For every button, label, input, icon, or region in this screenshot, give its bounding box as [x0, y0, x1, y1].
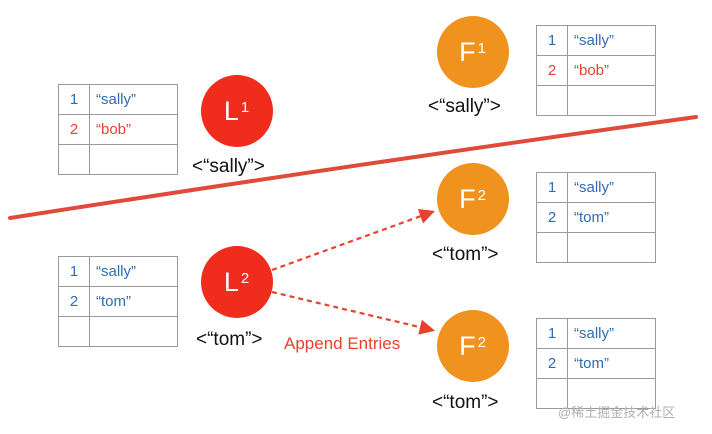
node-letter: L	[223, 95, 240, 126]
node-term: 1	[240, 98, 251, 116]
log-table-new-follower-upper: 1 “sally” 2 “tom”	[536, 172, 656, 263]
log-row	[536, 378, 656, 409]
log-index: 2	[536, 348, 568, 379]
value-new-follower-upper: <“tom”>	[432, 244, 499, 265]
log-index: 2	[536, 202, 568, 233]
log-table-new-follower-lower: 1 “sally” 2 “tom”	[536, 318, 656, 409]
log-index	[536, 85, 568, 116]
log-entry	[567, 232, 656, 263]
log-table-old-follower: 1 “sally” 2 “bob”	[536, 25, 656, 116]
log-row	[536, 232, 656, 263]
log-entry: “tom”	[567, 202, 656, 233]
log-entry	[567, 85, 656, 116]
log-entry: “tom”	[89, 286, 178, 317]
log-entry: “sally”	[567, 25, 656, 56]
log-index	[58, 316, 90, 347]
log-index: 2	[58, 114, 90, 145]
log-index: 1	[536, 25, 568, 56]
log-entry: “sally”	[567, 172, 656, 203]
node-term: 2	[477, 186, 487, 204]
log-row: 2 “bob”	[536, 55, 656, 86]
log-index	[58, 144, 90, 175]
log-row: 1 “sally”	[536, 172, 656, 203]
log-row: 1 “sally”	[58, 84, 178, 115]
log-index	[536, 232, 568, 263]
log-row: 2 “tom”	[536, 202, 656, 233]
append-entries-arrow-lower	[271, 290, 435, 335]
log-entry: “tom”	[567, 348, 656, 379]
node-letter: F	[459, 36, 477, 67]
log-row: 2 “bob”	[58, 114, 178, 145]
log-index: 1	[58, 256, 90, 287]
log-entry: “sally”	[89, 84, 178, 115]
log-row: 1 “sally”	[536, 318, 656, 349]
node-term: 2	[240, 269, 251, 287]
log-index: 1	[58, 84, 90, 115]
log-entry	[89, 316, 178, 347]
value-old-leader: <“sally”>	[192, 156, 265, 177]
node-letter: L	[223, 266, 240, 297]
log-index: 1	[536, 318, 568, 349]
log-index	[536, 378, 568, 409]
log-entry	[89, 144, 178, 175]
node-term: 1	[477, 39, 487, 57]
log-row: 2 “tom”	[536, 348, 656, 379]
value-old-follower: <“sally”>	[428, 96, 501, 117]
node-term: 2	[477, 333, 487, 351]
watermark-text: @稀土掘金技术社区	[558, 405, 676, 420]
append-entries-label: Append Entries	[284, 334, 401, 353]
log-table-old-leader: 1 “sally” 2 “bob”	[58, 84, 178, 175]
node-letter: F	[459, 330, 477, 361]
node-letter: F	[459, 183, 477, 214]
log-row: 2 “tom”	[58, 286, 178, 317]
log-table-new-leader: 1 “sally” 2 “tom”	[58, 256, 178, 347]
log-row	[536, 85, 656, 116]
log-row	[58, 316, 178, 347]
value-new-leader: <“tom”>	[196, 329, 263, 350]
partition-divider-line	[8, 115, 698, 220]
log-index: 2	[536, 55, 568, 86]
log-entry: “sally”	[89, 256, 178, 287]
log-row: 1 “sally”	[58, 256, 178, 287]
log-entry: “bob”	[89, 114, 178, 145]
log-row	[58, 144, 178, 175]
log-entry: “bob”	[567, 55, 656, 86]
append-entries-arrow-upper	[271, 208, 435, 272]
log-row: 1 “sally”	[536, 25, 656, 56]
log-entry	[567, 378, 656, 409]
value-new-follower-lower: <“tom”>	[432, 392, 499, 413]
log-index: 2	[58, 286, 90, 317]
log-entry: “sally”	[567, 318, 656, 349]
log-index: 1	[536, 172, 568, 203]
